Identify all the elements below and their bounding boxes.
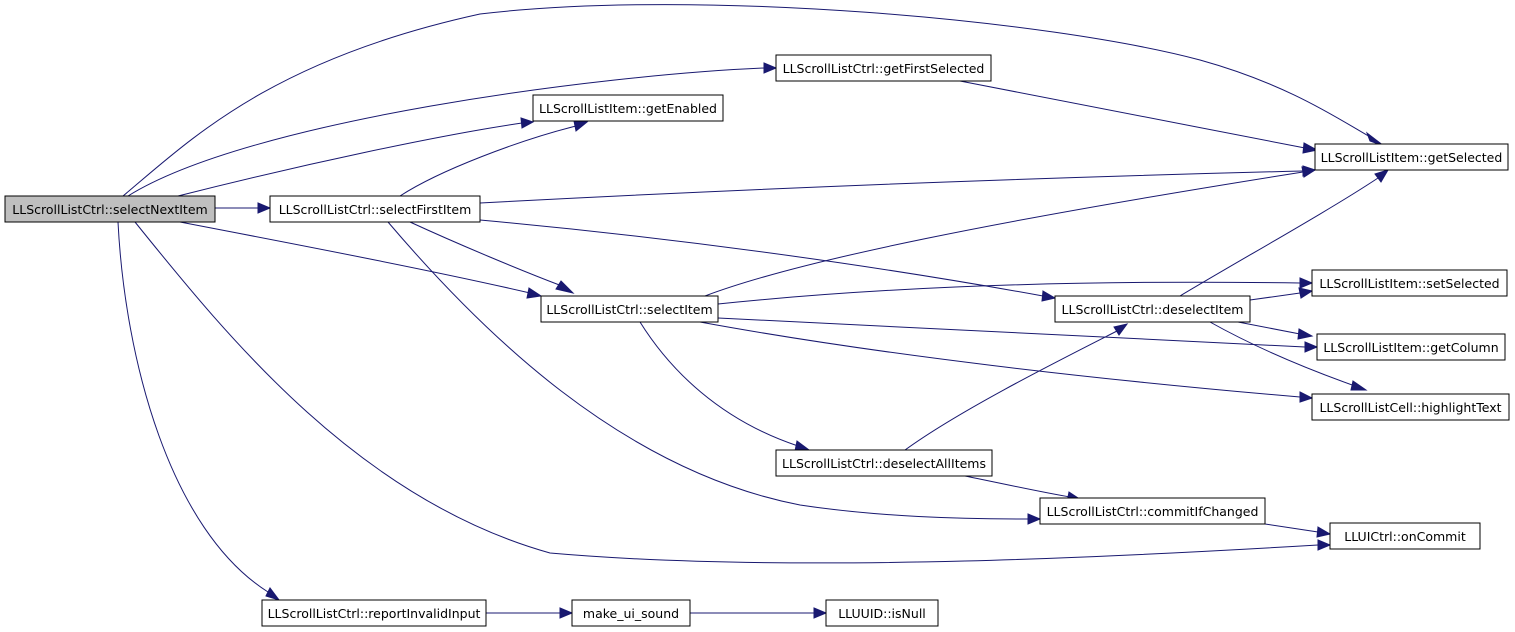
node-deselectallitems[interactable]: LLScrollListCtrl::deselectAllItems — [775, 449, 993, 477]
edge-deselectitem-getcolumn — [1237, 321, 1314, 340]
node-setselected[interactable]: LLScrollListItem::setSelected — [1311, 269, 1508, 297]
edge-selectnextitem-selectfirstitem — [215, 202, 272, 214]
nodes-layer: LLScrollListCtrl::selectNextItem LLScrol… — [4, 54, 1510, 627]
edge-reportinvalidinput-makeuisound — [486, 607, 574, 619]
edge-selectfirstitem-getenabled — [399, 120, 589, 197]
edge-deselectitem-highlighttext — [1209, 321, 1368, 391]
node-label: LLScrollListCtrl::selectFirstItem — [279, 202, 472, 217]
node-label: LLScrollListCtrl::deselectAllItems — [782, 456, 986, 471]
node-label: LLScrollListCtrl::deselectItem — [1062, 302, 1244, 317]
node-label: LLScrollListCtrl::getFirstSelected — [783, 61, 985, 76]
node-label: LLUICtrl::onCommit — [1344, 529, 1466, 544]
edge-selectnextitem-getenabled — [177, 117, 535, 197]
edge-selectfirstitem-selectitem — [409, 221, 575, 294]
node-label: LLScrollListCtrl::reportInvalidInput — [268, 606, 481, 621]
node-label: LLUUID::isNull — [838, 606, 926, 621]
node-selectfirstitem[interactable]: LLScrollListCtrl::selectFirstItem — [269, 195, 481, 223]
edge-selectitem-setselected — [717, 277, 1314, 305]
node-label: LLScrollListItem::getEnabled — [539, 101, 717, 116]
node-getenabled[interactable]: LLScrollListItem::getEnabled — [532, 94, 724, 122]
edge-deselectitem-setselected — [1249, 287, 1314, 301]
node-selectitem[interactable]: LLScrollListCtrl::selectItem — [540, 295, 719, 323]
node-make-ui-sound[interactable]: make_ui_sound — [571, 599, 691, 627]
edge-selectfirstitem-getselected — [479, 165, 1317, 204]
edge-deselectitem-getselected — [1179, 169, 1390, 297]
edge-selectitem-getselected — [704, 166, 1317, 297]
edge-makeuisound-isnull — [690, 607, 828, 619]
edge-selectitem-getcolumn — [717, 317, 1319, 353]
node-isnull[interactable]: LLUUID::isNull — [825, 599, 939, 627]
node-label: LLScrollListCell::highlightText — [1319, 400, 1501, 415]
node-label: make_ui_sound — [583, 606, 679, 621]
edge-commitifchanged-oncommit — [1264, 523, 1332, 538]
node-getfirstselected[interactable]: LLScrollListCtrl::getFirstSelected — [775, 54, 992, 82]
edge-selectnextitem-getfirstselected — [127, 62, 778, 197]
edge-deselectallitems-deselectitem — [904, 323, 1129, 451]
edge-selectitem-highlighttext — [699, 321, 1314, 403]
node-deselectitem[interactable]: LLScrollListCtrl::deselectItem — [1054, 295, 1251, 323]
edge-selectfirstitem-deselectitem — [479, 219, 1057, 302]
node-getselected[interactable]: LLScrollListItem::getSelected — [1314, 143, 1509, 171]
node-label: LLScrollListItem::getSelected — [1321, 150, 1503, 165]
node-selectnextitem[interactable]: LLScrollListCtrl::selectNextItem — [4, 195, 216, 223]
node-getcolumn[interactable]: LLScrollListItem::getColumn — [1316, 333, 1506, 361]
node-label: LLScrollListCtrl::selectNextItem — [12, 202, 207, 217]
node-label: LLScrollListCtrl::selectItem — [546, 302, 712, 317]
edge-getfirstselected-getselected — [959, 80, 1319, 154]
node-label: LLScrollListCtrl::commitIfChanged — [1047, 504, 1259, 519]
edge-selectnextitem-reportinvalidinput — [117, 221, 281, 601]
edge-selectnextitem-selectitem — [179, 221, 543, 299]
edge-selectnextitem-getselected — [122, 4, 1385, 197]
edge-selectnextitem-oncommit — [134, 221, 1332, 564]
node-label: LLScrollListItem::setSelected — [1319, 276, 1499, 291]
node-highlighttext[interactable]: LLScrollListCell::highlightText — [1311, 393, 1510, 421]
node-label: LLScrollListItem::getColumn — [1323, 340, 1498, 355]
node-reportinvalidinput[interactable]: LLScrollListCtrl::reportInvalidInput — [261, 599, 487, 627]
node-commitifchanged[interactable]: LLScrollListCtrl::commitIfChanged — [1039, 497, 1266, 525]
edge-selectitem-deselectallitems — [639, 321, 811, 452]
edge-selectfirstitem-commitifchanged — [387, 221, 1042, 525]
node-oncommit[interactable]: LLUICtrl::onCommit — [1329, 522, 1481, 550]
